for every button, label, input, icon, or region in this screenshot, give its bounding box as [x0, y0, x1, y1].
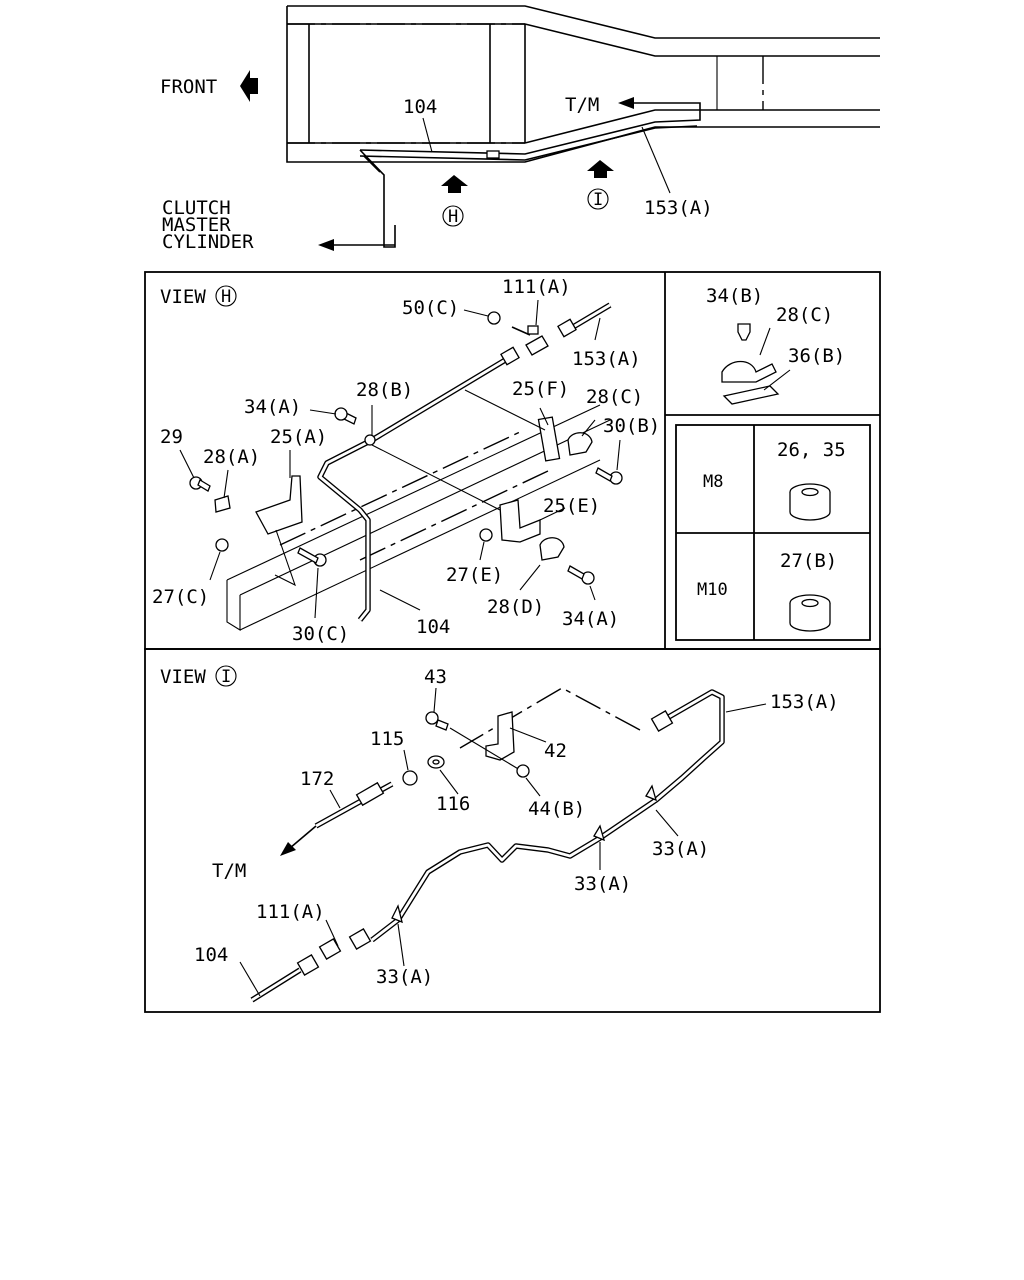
nut-part-m10: 27(B)	[780, 550, 837, 572]
view-i-title: VIEW	[160, 666, 206, 688]
label-33a-2: 33(A)	[574, 873, 631, 895]
inset-drawing	[721, 323, 791, 405]
label-153a-i: 153(A)	[770, 691, 839, 713]
label-28b: 28(B)	[356, 379, 413, 401]
label-33a-1: 33(A)	[652, 838, 709, 860]
label-27c: 27(C)	[152, 586, 209, 608]
view-i-drawing	[239, 687, 767, 1003]
label-25e: 25(E)	[543, 495, 600, 517]
view-h-marker-top: H	[448, 207, 458, 227]
label-34b: 34(B)	[706, 285, 763, 307]
label-28c-inset: 28(C)	[776, 304, 833, 326]
label-43: 43	[424, 666, 447, 688]
label-25f: 25(F)	[512, 378, 569, 400]
label-111a-h: 111(A)	[502, 276, 571, 298]
clutch-line1: CLUTCH	[162, 197, 231, 219]
view-i-title-marker: I	[221, 667, 231, 687]
chassis-overview	[240, 5, 880, 251]
label-104-h: 104	[416, 616, 450, 638]
label-30c: 30(C)	[292, 623, 349, 645]
label-34a-top: 34(A)	[244, 396, 301, 418]
label-115: 115	[370, 728, 404, 750]
label-42: 42	[544, 740, 567, 762]
label-33a-3: 33(A)	[376, 966, 433, 988]
label-28a: 28(A)	[203, 446, 260, 468]
label-29: 29	[160, 426, 183, 448]
view-h-title-circle	[215, 285, 237, 307]
tm-label-top: T/M	[565, 94, 599, 116]
nut-table	[675, 424, 871, 641]
label-50c: 50(C)	[402, 297, 459, 319]
view-h-title: VIEW	[160, 286, 206, 308]
label-44b: 44(B)	[528, 798, 585, 820]
label-104-top: 104	[403, 96, 437, 118]
nut-size-m10: M10	[697, 580, 728, 600]
label-172: 172	[300, 768, 334, 790]
view-h-title-marker: H	[221, 287, 231, 307]
label-111a-i: 111(A)	[256, 901, 325, 923]
label-153a-top: 153(A)	[644, 197, 713, 219]
label-tm-i: T/M	[212, 860, 246, 882]
front-label: FRONT	[160, 76, 217, 98]
label-116: 116	[436, 793, 470, 815]
view-h-drawing	[179, 299, 623, 631]
view-i-frame	[144, 648, 881, 1013]
nut-size-m8: M8	[703, 472, 723, 492]
label-27e: 27(E)	[446, 564, 503, 586]
label-34a-bot: 34(A)	[562, 608, 619, 630]
label-25a: 25(A)	[270, 426, 327, 448]
view-i-title-circle	[215, 665, 237, 687]
view-h-circle	[442, 205, 464, 227]
label-153a-h: 153(A)	[572, 348, 641, 370]
clutch-line3: CYLINDER	[162, 231, 254, 253]
label-104-i: 104	[194, 944, 228, 966]
label-30b: 30(B)	[603, 415, 660, 437]
label-28c-h: 28(C)	[586, 386, 643, 408]
view-i-circle	[587, 188, 609, 210]
clutch-line2: MASTER	[162, 214, 231, 236]
label-36b: 36(B)	[788, 345, 845, 367]
label-28d: 28(D)	[487, 596, 544, 618]
view-i-marker-top: I	[593, 190, 603, 210]
nut-part-m8: 26, 35	[777, 439, 846, 461]
